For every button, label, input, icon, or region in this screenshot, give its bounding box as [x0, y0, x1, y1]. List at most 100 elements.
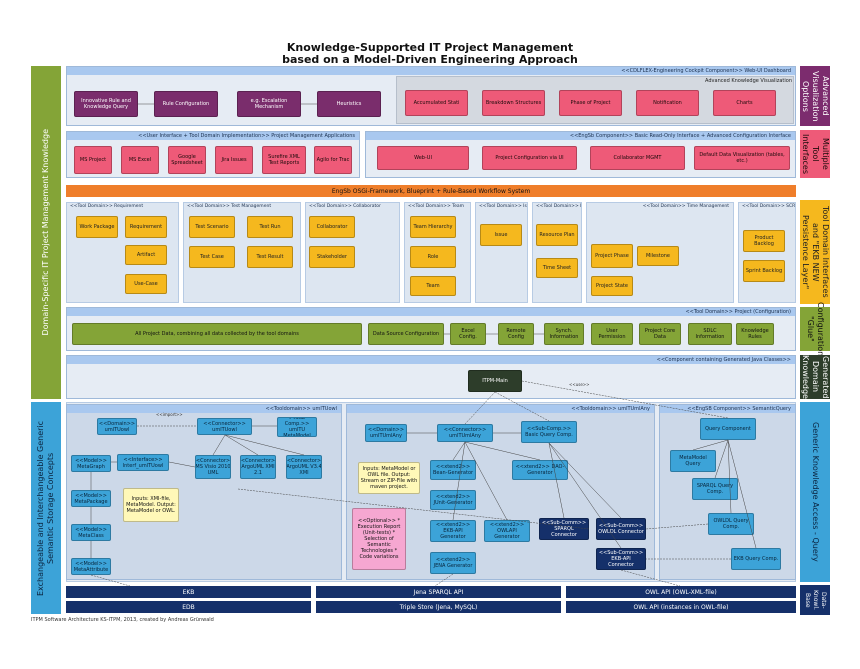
escalation-mechanism-box[interactable]: e.g. Escalation Mechanism — [237, 91, 301, 117]
ekb-query-comp[interactable]: EKB Query Comp. — [731, 548, 781, 570]
model-metaclass[interactable]: <<Model>> MetaClass — [71, 524, 111, 541]
umltuowl-interface[interactable]: <<Interface>> Interf_umlTUowl — [117, 454, 169, 471]
generator-junit[interactable]: <<xtend2>> JUnit-Generator — [430, 490, 476, 510]
req-work-package[interactable]: Work Package — [76, 216, 118, 238]
umltuany-basic-query[interactable]: <<Sub-Comp.>> Basic Query Comp. — [521, 421, 577, 443]
config-project-core-data[interactable]: Project Core Data — [639, 323, 681, 345]
umltuowl-domain[interactable]: <<Domain>> umlTUowl — [97, 418, 137, 435]
connector-argouml-34[interactable]: <<Connector>> ArgoUML V3.4 XMI — [286, 455, 322, 479]
config-sdlc-information[interactable]: SDLC Information — [688, 323, 732, 345]
owldl-query-comp[interactable]: OWLDL Query Comp. — [708, 513, 754, 535]
config-data-source[interactable]: Data Source Configuration — [368, 323, 444, 345]
storage-edb[interactable]: EDB — [66, 601, 311, 613]
visual-charts[interactable]: Charts — [713, 90, 776, 116]
rule-configuration-box[interactable]: Rule Configuration — [154, 91, 218, 117]
app-ms-excel[interactable]: MS Excel — [121, 146, 159, 174]
team-team[interactable]: Team — [410, 276, 456, 296]
engsb-osgi-framework-bar: EngSb OSGi-Framework, Blueprint + Rule-B… — [66, 185, 796, 197]
scrum-sprint-backlog[interactable]: Sprint Backlog — [743, 260, 785, 282]
visual-phase-of-project[interactable]: Phase of Project — [559, 90, 622, 116]
connector-ekbapi[interactable]: <<Sub-Comm>> EKB-API Connector — [596, 548, 646, 570]
left-sidebar-domain-knowledge: Domain-Specific IT Project Management Kn… — [31, 66, 61, 399]
config-knowledge-rules[interactable]: Knowledge Rules — [736, 323, 774, 345]
test-result[interactable]: Test Result — [247, 246, 293, 268]
engsb-collaborator-mgmt[interactable]: Collaborator MGMT — [590, 146, 685, 170]
model-metapackage[interactable]: <<Model>> MetaPackage — [71, 490, 111, 507]
all-project-data-box[interactable]: All Project Data, combining all data col… — [72, 323, 362, 345]
app-surefire-reports[interactable]: Surefire XML Test Reports — [262, 146, 306, 174]
semanticquery-header: <<EngSB Component>> SemanticQuery — [660, 405, 795, 413]
test-case[interactable]: Test Case — [189, 246, 235, 268]
config-excel[interactable]: Excel Config. — [450, 323, 486, 345]
app-agilo-trac[interactable]: Agilo for Trac — [314, 146, 352, 174]
storage-owl-api-xml[interactable]: OWL API (OWL-XML-file) — [566, 586, 796, 598]
connector-sparql[interactable]: <<Sub-Comm>> SPARQL Connector — [539, 518, 589, 540]
connector-argouml-21[interactable]: <<Connector>> ArgoUML XMI 2.1 — [240, 455, 276, 479]
sparql-query-comp[interactable]: SPARQL Query Comp. — [692, 478, 738, 500]
tool-domain-requirement-header: <<Tool Domain>> Requirement — [70, 204, 144, 209]
generator-jena[interactable]: <<xtend2>> JENA Generator — [430, 552, 476, 574]
umltuowl-connector[interactable]: <<Connector>> umlTUowl — [197, 418, 252, 435]
model-metagraph[interactable]: <<Model>> MetaGraph — [71, 455, 111, 472]
project-configuration-header: <<Tool Domain>> Project (Configuration) — [67, 308, 795, 316]
app-ms-project[interactable]: MS Project — [74, 146, 112, 174]
generator-ekbapi[interactable]: <<xtend2>> EKB-API Generator — [430, 520, 476, 542]
req-artifact[interactable]: Artifact — [125, 245, 167, 265]
test-scenario[interactable]: Test Scenario — [189, 216, 235, 238]
generator-owlapi[interactable]: <<xtend2>> OWLAPI Generator — [484, 520, 530, 542]
team-role[interactable]: Role — [410, 246, 456, 268]
req-use-case[interactable]: Use-Case — [125, 274, 167, 294]
generated-classes-panel: <<Component containing Generated Java Cl… — [66, 355, 796, 399]
visual-breakdown-structures[interactable]: Breakdown Structures — [482, 90, 545, 116]
generated-classes-header: <<Component containing Generated Java Cl… — [67, 356, 795, 364]
config-user-permission[interactable]: User Permission — [591, 323, 633, 345]
itpm-main-box[interactable]: ITPM-Main — [468, 370, 522, 392]
innovative-rule-query-box[interactable]: Innovative Rule and Knowledge Query — [74, 91, 138, 117]
metamodel-query[interactable]: MetaModel Query — [670, 450, 716, 472]
test-run[interactable]: Test Run — [247, 216, 293, 238]
app-jira-issues[interactable]: Jira Issues — [215, 146, 253, 174]
time-milestone[interactable]: Milestone — [637, 246, 679, 266]
tool-domain-scrum: <<Tool Domain>> SCRUM — [738, 202, 796, 303]
collab-stakeholder[interactable]: Stakeholder — [309, 246, 355, 268]
diagram-title-line2: based on a Model-Driven Engineering Appr… — [282, 53, 578, 66]
connector-owldl[interactable]: <<Sub-Comm>> OWLDL Connector — [596, 518, 646, 540]
issue-issue[interactable]: Issue — [480, 224, 522, 246]
tool-domain-test-header: <<Tool Domain>> Test Management — [187, 204, 272, 209]
config-synch-information[interactable]: Synch. Information — [544, 323, 584, 345]
app-google-spreadsheet[interactable]: Google Spreadsheet — [168, 146, 206, 174]
right-sidebar-generic-query: Generic Knowledge Access - Query — [800, 402, 830, 582]
time-project-state[interactable]: Project State — [591, 276, 633, 296]
connector-ms-visio[interactable]: <<Connector>> MS Visio 2010 UML — [195, 455, 231, 479]
engsb-default-visualization[interactable]: Default Data Visualization (tables, etc.… — [694, 146, 790, 170]
storage-ekb[interactable]: EKB — [66, 586, 311, 598]
hr-time-sheet[interactable]: Time Sheet — [536, 258, 578, 278]
storage-owl-api-instances[interactable]: OWL API (instances in OWL-file) — [566, 601, 796, 613]
collab-collaborator[interactable]: Collaborator — [309, 216, 355, 238]
query-component[interactable]: Query Component — [700, 418, 756, 440]
scrum-product-backlog[interactable]: Product Backlog — [743, 230, 785, 252]
team-hierarchy[interactable]: Team Hierarchy — [410, 216, 456, 238]
generator-bean[interactable]: <<xtend2>> Bean-Generator — [430, 460, 476, 480]
generator-dao[interactable]: <<xtend2>> DAO-Generator — [512, 460, 568, 480]
umltuany-domain[interactable]: <<Domain>> umlTUmlAny — [365, 424, 407, 442]
model-metaattribute[interactable]: <<Model>> MetaAttribute — [71, 558, 111, 575]
storage-triple-store[interactable]: Triple Store (Jena, MySQL) — [316, 601, 561, 613]
right-sidebar-advanced-visualization: Advanced Visualization Options — [800, 66, 830, 126]
umltuany-connector[interactable]: <<Connector>> umlTUmlAny — [437, 424, 493, 442]
time-project-phase[interactable]: Project Phase — [591, 244, 633, 268]
visual-accumulated-stati[interactable]: Accumulated Stati — [405, 90, 468, 116]
req-requirement[interactable]: Requirement — [125, 216, 167, 238]
umltuowl-subcomp[interactable]: <<Sub-Comp.>> umlTU MetaModel — [277, 417, 317, 437]
config-remote[interactable]: Remote Config — [498, 323, 534, 345]
pm-applications-header: <<User Interface + Tool Domain Implement… — [67, 132, 359, 140]
pm-applications-panel: <<User Interface + Tool Domain Implement… — [66, 131, 360, 178]
heuristics-box[interactable]: Heuristics — [317, 91, 381, 117]
storage-jena-sparql[interactable]: Jena SPARQL API — [316, 586, 561, 598]
engsb-project-configuration[interactable]: Project Configuration via UI — [482, 146, 577, 170]
hr-resource-plan[interactable]: Resource Plan — [536, 224, 578, 246]
engsb-web-ui[interactable]: Web-UI — [377, 146, 469, 170]
visual-notification[interactable]: Notification — [636, 90, 699, 116]
diagram-title-line1: Knowledge-Supported IT Project Managemen… — [286, 41, 574, 54]
